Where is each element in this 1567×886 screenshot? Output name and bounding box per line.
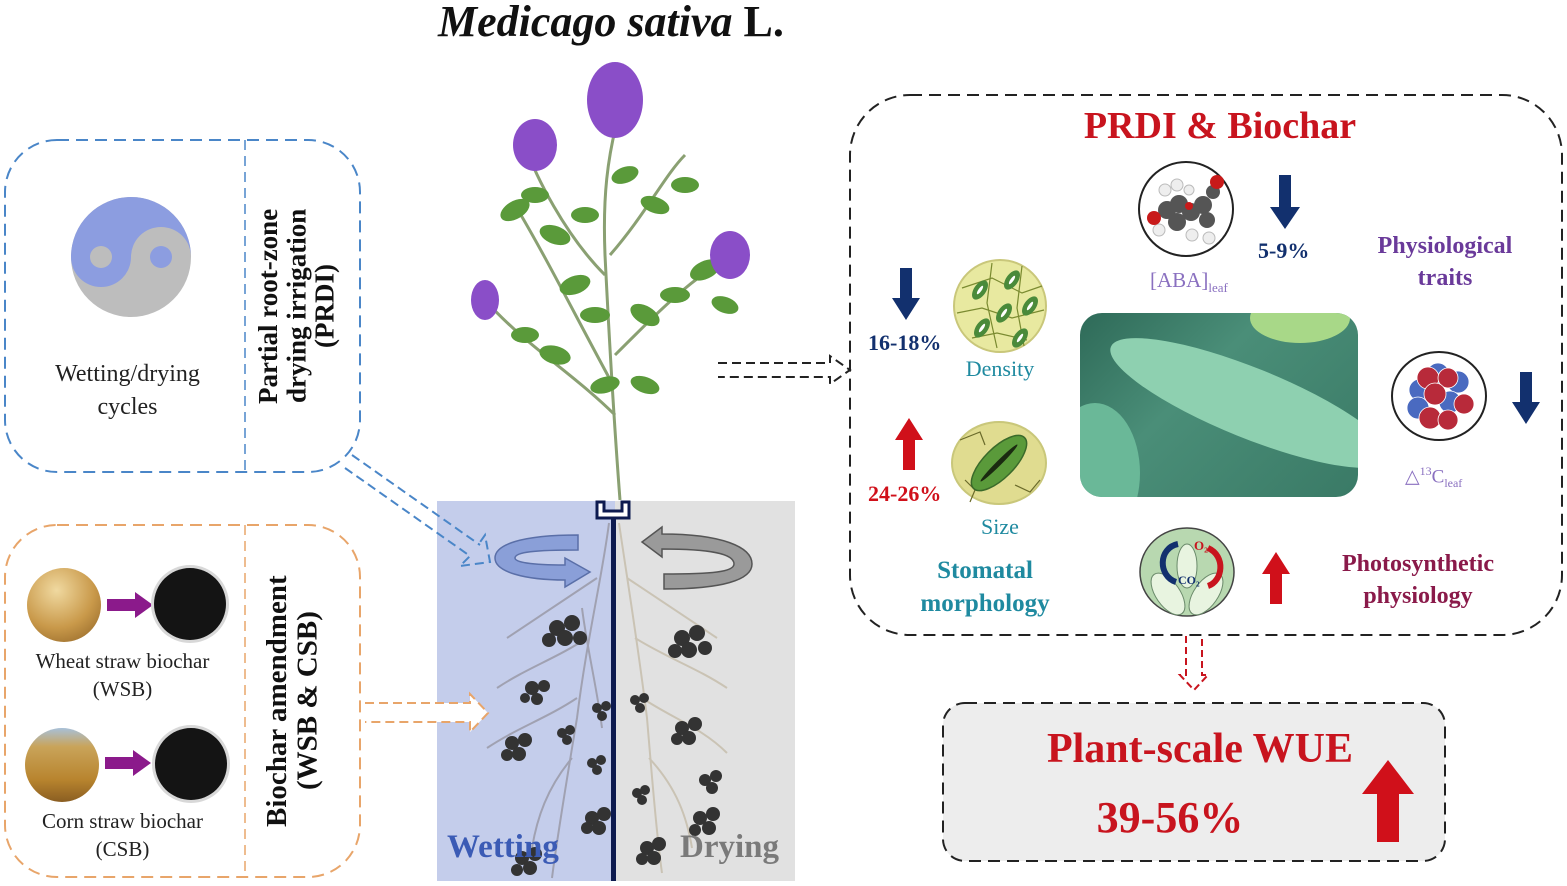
aba-molecule-icon [1138,161,1234,257]
wheat-biochar-image [154,568,226,640]
carbon-isotope-icon [1391,351,1487,441]
prdi-caption: Wetting/drying cycles [20,358,235,424]
conversion-arrow-icon [107,592,153,618]
aba-down-arrow-icon [1270,175,1300,229]
aba-label: [ABA]leaf [1150,268,1228,296]
label-line: Corn straw biochar [42,809,203,833]
label-line: Photosynthetic [1342,551,1494,577]
alfalfa-leaf-photo [1080,313,1358,497]
root-system [486,522,728,879]
label-line: morphology [920,590,1050,617]
photosynthetic-physiology-label: Photosynthetic physiology [1318,548,1518,612]
aba-label-main: [ABA] [1150,268,1209,292]
label-line: (WSB) [92,677,153,701]
photosynthesis-icon: O₂ CO₂ [1139,527,1235,617]
aba-label-sub: leaf [1208,280,1228,296]
size-up-arrow-icon [895,418,923,470]
photosynthesis-up-arrow-icon [1262,552,1290,604]
diagram-title: Medicago sativa L. [438,0,784,47]
label-line: Physiological [1377,233,1513,259]
alfalfa-plant-illustration [471,62,750,501]
label-line: Stomatal [937,557,1033,584]
wheat-straw-image [27,568,101,642]
species-name: Medicago sativa [438,0,733,46]
aba-change-value: 5-9% [1258,238,1310,263]
o2-label: O₂ [1194,538,1208,553]
carbon-isotope-down-arrow-icon [1512,372,1540,424]
corn-biochar-image [155,728,227,800]
wue-label: Plant-scale WUE [1046,726,1354,772]
wsb-label: Wheat straw biochar (WSB) [10,647,235,703]
label-line: physiology [1363,583,1473,609]
caption-line: Wetting/drying [55,361,200,387]
label-line: Wheat straw biochar [35,649,210,673]
element-symbol: C [1431,466,1445,488]
root-clip-icon [595,500,631,520]
drying-cycle-arrow-icon [640,525,753,590]
density-change-value: 16-18% [868,330,942,355]
wetting-cycle-arrow-icon [494,534,592,589]
effects-title: PRDI & Biochar [1083,105,1357,147]
soil-aggregate [542,615,587,647]
csb-label: Corn straw biochar (CSB) [10,807,235,863]
size-label: Size [981,514,1019,539]
carbon-isotope-label: △13Cleaf [1405,464,1462,491]
corn-straw-image [25,728,99,802]
physiological-traits-label: Physiological traits [1355,230,1535,294]
co2-label: CO₂ [1178,573,1200,587]
label-line: (CSB) [95,837,150,861]
conversion-arrow-icon [105,750,151,776]
stomatal-morphology-label: Stomatal morphology [895,554,1075,620]
stomatal-density-image [953,259,1047,353]
isotope-mass: 13 [1419,464,1432,478]
isotope-sub: leaf [1444,476,1463,491]
yin-yang-icon [71,197,191,317]
wue-up-arrow-icon [1362,760,1414,842]
species-authority: L. [732,0,784,46]
stomatal-size-image [951,421,1047,505]
drying-label: Drying [680,829,779,865]
root-divider [611,518,616,881]
density-label: Density [965,356,1035,381]
density-down-arrow-icon [892,268,920,320]
delta-symbol: △ [1405,466,1420,488]
caption-line: cycles [97,394,158,420]
size-change-value: 24-26% [868,481,942,506]
wue-change-value: 39-56% [1096,793,1244,842]
label-line: traits [1417,265,1473,291]
wetting-label: Wetting [447,829,559,865]
